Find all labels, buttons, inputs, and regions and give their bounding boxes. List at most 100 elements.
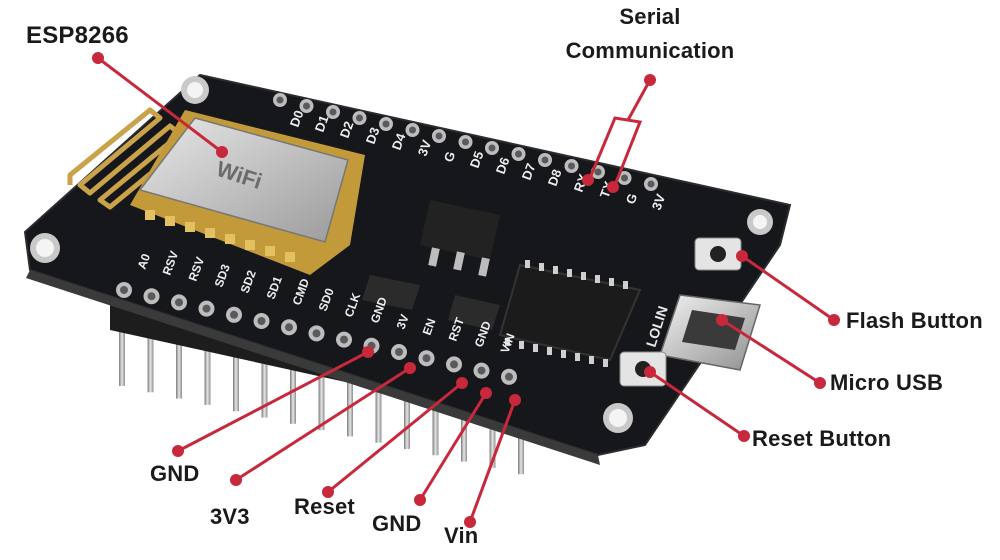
label-flash-button: Flash Button bbox=[846, 308, 983, 333]
header-pin bbox=[489, 399, 496, 468]
pin-label: VIN bbox=[498, 331, 518, 355]
dot-reset-target bbox=[456, 377, 468, 389]
chip-leg bbox=[589, 356, 594, 364]
dot-usb bbox=[814, 377, 826, 389]
pin-label: 3V bbox=[394, 312, 412, 331]
pin-label: D4 bbox=[389, 131, 409, 152]
callout-dots bbox=[92, 52, 840, 528]
pin-pad bbox=[326, 105, 340, 119]
antenna-trace bbox=[67, 107, 187, 210]
esp-castellations bbox=[145, 210, 295, 262]
label-3v3: 3V3 bbox=[210, 504, 250, 529]
chip-leg bbox=[603, 359, 608, 367]
header-pin bbox=[233, 343, 239, 412]
pin-pad bbox=[538, 153, 552, 167]
chip-leg bbox=[609, 278, 614, 286]
castellated-pad bbox=[265, 246, 275, 256]
dot-serial-tx bbox=[607, 181, 619, 193]
dot-usb-target bbox=[716, 314, 728, 326]
callout-reset-btn-line bbox=[648, 370, 746, 438]
micro-usb-connector bbox=[659, 294, 761, 371]
pin-pad bbox=[352, 111, 367, 125]
bottom-pin-pads bbox=[116, 282, 517, 385]
dot-reset bbox=[322, 486, 334, 498]
pin-pad bbox=[501, 368, 517, 385]
header-pin bbox=[147, 324, 154, 393]
esp-module-shield bbox=[138, 117, 349, 243]
dot-gnd1 bbox=[172, 445, 184, 457]
header-pin bbox=[347, 368, 353, 437]
label-gnd-1: GND bbox=[150, 461, 200, 486]
chip-leg bbox=[533, 344, 538, 352]
reset-button bbox=[619, 351, 667, 387]
dot-flash-target bbox=[736, 250, 748, 262]
dot-reset-btn bbox=[738, 430, 750, 442]
header-pin bbox=[518, 406, 524, 475]
pin-pad bbox=[511, 147, 526, 161]
label-reset: Reset bbox=[294, 494, 355, 519]
header-pin bbox=[318, 362, 325, 431]
callout-lines bbox=[96, 56, 836, 524]
dot-gnd2-target bbox=[480, 387, 492, 399]
castellated-pad bbox=[225, 234, 235, 244]
pin-pad bbox=[336, 331, 352, 348]
chip-leg bbox=[519, 341, 524, 349]
pin-label: D2 bbox=[337, 119, 357, 140]
label-micro-usb: Micro USB bbox=[830, 370, 944, 395]
pin-pad bbox=[143, 288, 160, 305]
pin-pad bbox=[391, 344, 407, 360]
pin-pad bbox=[198, 300, 215, 317]
pin-pad bbox=[273, 93, 287, 107]
pcb-edge bbox=[26, 270, 600, 465]
header-pin bbox=[375, 374, 382, 443]
callout-reset-line bbox=[326, 381, 464, 494]
pin-label: D8 bbox=[545, 167, 565, 188]
header-pin bbox=[119, 318, 125, 386]
pin-label: D5 bbox=[467, 149, 487, 170]
callout-gnd1-line bbox=[176, 350, 370, 453]
castellated-pad bbox=[285, 252, 295, 262]
usb-serial-chip bbox=[498, 260, 642, 367]
pin-pad bbox=[485, 141, 499, 155]
pin-label: D1 bbox=[312, 113, 332, 134]
pin-pad bbox=[446, 356, 462, 373]
pin-pad bbox=[644, 177, 658, 191]
dot-serial-rx bbox=[582, 174, 594, 186]
pin-pad bbox=[281, 319, 297, 336]
pin-pad bbox=[379, 117, 393, 131]
pin-label: G bbox=[623, 191, 641, 206]
header-pin bbox=[432, 387, 439, 456]
pin-pad bbox=[299, 99, 314, 113]
label-reset-button: Reset Button bbox=[752, 426, 892, 451]
dot-gnd1-target bbox=[362, 346, 374, 358]
dot-vin bbox=[464, 516, 476, 528]
header-pin bbox=[176, 330, 182, 399]
callout-gnd2-line bbox=[418, 391, 488, 502]
pin-pad bbox=[564, 159, 579, 173]
callout-serial-line bbox=[626, 78, 652, 122]
chip-leg bbox=[623, 281, 628, 289]
pin-label: D6 bbox=[493, 155, 513, 176]
callout-esp8266-line bbox=[96, 56, 224, 154]
label-serial-line2: Communication bbox=[565, 38, 735, 63]
pin-pad bbox=[432, 129, 446, 143]
dot-reset-btn-target bbox=[644, 366, 656, 378]
chip-leg bbox=[561, 350, 566, 358]
header-pin bbox=[204, 336, 211, 405]
pin-pad bbox=[116, 282, 132, 298]
dot-esp8266 bbox=[92, 52, 104, 64]
pin-label: 3V bbox=[415, 138, 435, 158]
pin-pad bbox=[458, 135, 473, 149]
castellated-pad bbox=[205, 228, 215, 238]
small-chip bbox=[448, 295, 500, 330]
chip-leg bbox=[525, 260, 530, 268]
chip-legs bbox=[505, 260, 628, 367]
pin-pad bbox=[418, 350, 435, 367]
callout-flash-line bbox=[740, 254, 836, 322]
castellated-pad bbox=[145, 210, 155, 220]
pin-label: D3 bbox=[363, 125, 383, 146]
flash-button bbox=[694, 237, 742, 271]
pin-pad bbox=[617, 171, 632, 185]
